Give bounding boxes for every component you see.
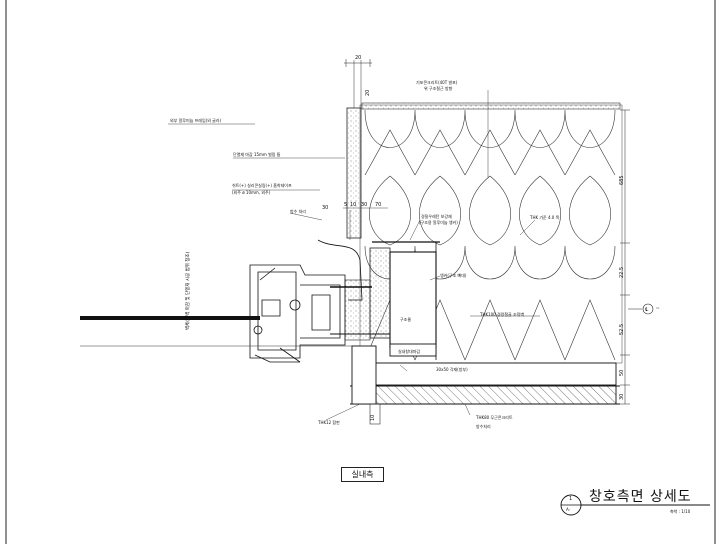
note-seal-1: 쉬트(+) 실리콘실링(+) 흡착테이프 bbox=[232, 183, 292, 188]
dim-top: 20 bbox=[355, 55, 362, 61]
section-sheet: A- bbox=[566, 507, 571, 512]
note-gap: 단열재 마감 15mm 벌림 틈 bbox=[233, 152, 281, 157]
section-number: 1 bbox=[569, 496, 573, 502]
note-floor: 30x50 각재(방부) bbox=[436, 367, 468, 372]
slab-hatch bbox=[375, 385, 617, 405]
sill-column bbox=[351, 345, 377, 405]
insulation-pattern bbox=[364, 109, 616, 361]
dim-top-small: 20 bbox=[365, 89, 371, 96]
dim-mid-a: 5 bbox=[344, 202, 348, 208]
frame-box bbox=[389, 251, 437, 349]
note-sill: 실내창대마감 bbox=[398, 349, 421, 354]
window-frame-profile bbox=[249, 239, 363, 363]
note-thk: THK12 합판 bbox=[318, 420, 340, 425]
note-left: 외부 알루미늄 프레임(외 글라) bbox=[170, 118, 222, 123]
centerline-label: CL bbox=[656, 306, 660, 310]
concrete-sill bbox=[369, 247, 391, 339]
note-top-right: 기포콘크리트(40T 발포) bbox=[416, 80, 458, 85]
dim-mid-b: 10 bbox=[350, 202, 357, 208]
note-insul-1: 경질우레탄 보강재 bbox=[421, 214, 452, 219]
note-seal-2: (외주 ø 10mm, 외주) bbox=[232, 190, 271, 195]
dim-mid-c: 30 bbox=[361, 202, 368, 208]
drawing-scale: 축척 : 1/10 bbox=[670, 509, 691, 514]
room-label: 실내측 bbox=[341, 467, 384, 482]
glazing-line bbox=[80, 316, 260, 320]
dim-right-2: 22.5 bbox=[619, 266, 625, 278]
note-insul-2: (구조용 알루미늄 앵커) bbox=[419, 220, 458, 225]
note-steel: THK100 경량철골 조적벽 bbox=[480, 312, 525, 317]
svg-text:℄: ℄ bbox=[645, 307, 649, 313]
vertical-note: 벽체(외벽 마감 및 단열재 시공 범위 참조) bbox=[186, 251, 191, 330]
right-dimension-chain bbox=[620, 109, 630, 405]
dim-mid-e: 30 bbox=[322, 205, 329, 211]
note-slab-2: 방수처리 bbox=[476, 424, 491, 429]
note-block: THK 기준 4.0 폭 bbox=[530, 215, 560, 220]
leader-lines bbox=[168, 90, 540, 421]
top-crust bbox=[361, 102, 621, 110]
note-frame: 앵커(구조 뼈대) bbox=[440, 273, 467, 278]
dim-right-4: 50 bbox=[619, 369, 625, 376]
centerline-marker: ℄ bbox=[628, 303, 654, 315]
dim-right-3: 52.5 bbox=[619, 323, 625, 335]
section-marker bbox=[560, 494, 710, 516]
dim-right-5: 30 bbox=[619, 393, 625, 400]
exterior-wall bbox=[346, 107, 362, 239]
floor-wood bbox=[359, 362, 617, 386]
note-drip: 방수 처리 bbox=[290, 209, 306, 214]
note-top-right-2: 위 구조철근 방향 bbox=[424, 86, 453, 91]
dim-right-1: 685 bbox=[619, 175, 625, 185]
frame-fill-block bbox=[344, 279, 371, 341]
note-slab-1: THK80 무근콘크리트 bbox=[476, 415, 513, 420]
drawing-title: 창호측면 상세도 bbox=[589, 489, 692, 505]
dim-bottom-1: 10 bbox=[370, 414, 376, 421]
sill-board bbox=[389, 343, 437, 357]
dim-mid-d: 70 bbox=[375, 202, 382, 208]
room-label-text: 실내측 bbox=[351, 470, 374, 479]
note-post: 구조물 bbox=[400, 317, 412, 322]
